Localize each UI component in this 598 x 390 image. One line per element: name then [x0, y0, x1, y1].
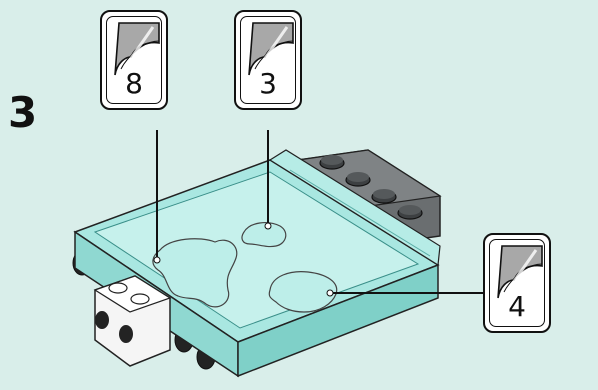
trans-light-blue-tray — [73, 149, 441, 378]
part-callout-4: 4 — [483, 233, 551, 333]
part-callout-3: 3 — [234, 10, 302, 110]
callout-leaders — [156, 130, 485, 294]
part-quantity: 4 — [508, 290, 526, 323]
transparent-tile-icon — [248, 22, 294, 76]
part-callout-inner: 4 — [489, 239, 545, 327]
step-number: 3 — [8, 88, 38, 137]
part-callout-inner: 8 — [106, 16, 162, 104]
transparent-tile-icon — [497, 245, 543, 299]
part-callout-8: 8 — [100, 10, 168, 110]
part-quantity: 8 — [125, 67, 143, 100]
part-quantity: 3 — [259, 67, 277, 100]
part-callout-inner: 3 — [240, 16, 296, 104]
transparent-tile-icon — [113, 22, 160, 76]
white-brick-with-studs — [93, 275, 172, 367]
